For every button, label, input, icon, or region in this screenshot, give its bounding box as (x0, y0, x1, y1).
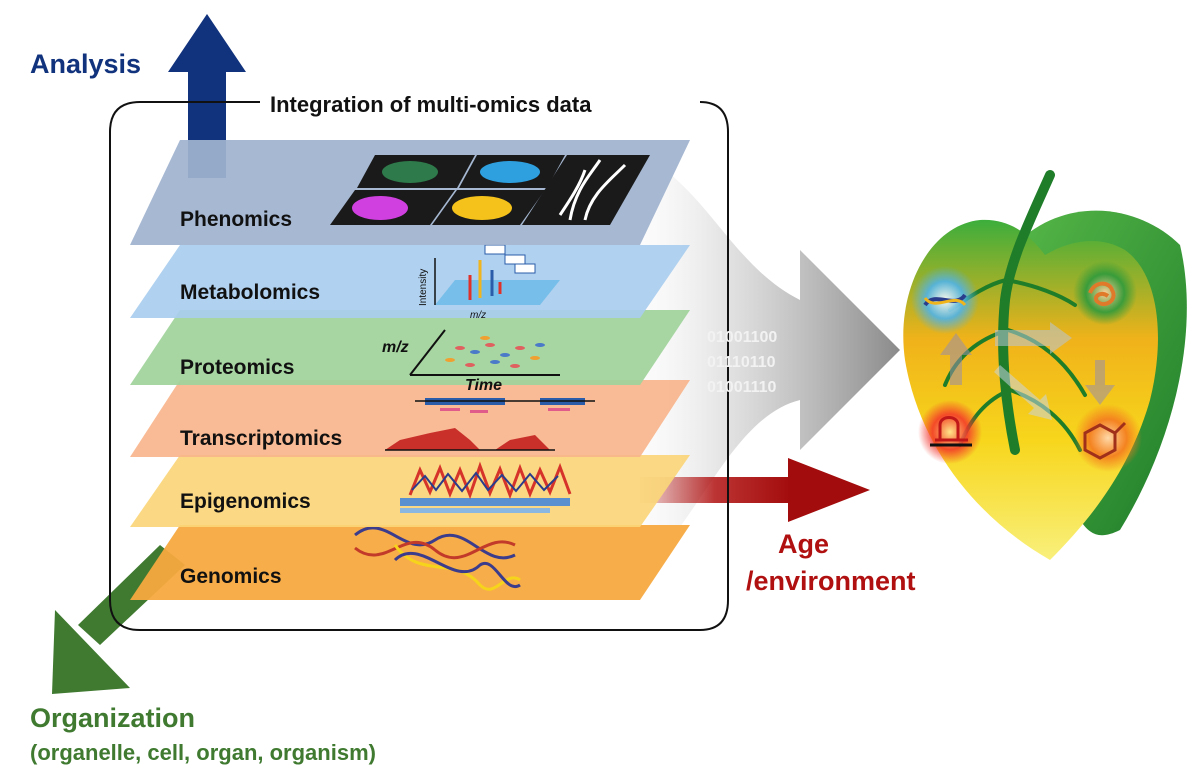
proteomics-plot: m/z Time (382, 329, 560, 394)
integration-box (109, 101, 729, 631)
layer-label-phenomics: Phenomics (180, 208, 292, 231)
dna-icon (911, 266, 979, 334)
protein-icon (1073, 261, 1137, 325)
layer-label-proteomics: Proteomics (180, 356, 294, 379)
layer-proteomics: Proteomics m/z Time (130, 310, 690, 394)
layer-metabolomics: Metabolomics Intensity m/z (130, 244, 690, 321)
rna-icon (918, 400, 982, 464)
metabolite-icon (1074, 404, 1142, 472)
layer-genomics: Genomics (130, 525, 690, 600)
layer-label-metabolomics: Metabolomics (180, 281, 320, 304)
analysis-label: Analysis (30, 49, 141, 79)
age-label: Age (778, 529, 829, 559)
time-label: Time (465, 377, 502, 394)
layer-label-epigenomics: Epigenomics (180, 490, 311, 513)
leaf-icon (903, 170, 1187, 560)
layer-label-genomics: Genomics (180, 565, 282, 588)
cycle-arrows (940, 322, 1115, 420)
dna-helix (354, 526, 521, 591)
binary-line-1: 01001100 (707, 329, 777, 346)
organization-levels-label: (organelle, cell, organ, organism) (30, 740, 376, 765)
mz-small-label: m/z (470, 310, 486, 321)
transcript-coverage (385, 398, 595, 451)
layer-phenomics: Phenomics (130, 140, 690, 245)
protein-spots (445, 336, 545, 368)
environment-label: /environment (746, 566, 916, 596)
binary-line-3: 01001110 (707, 379, 777, 396)
intensity-label: Intensity (418, 269, 429, 306)
layer-epigenomics: Epigenomics (130, 455, 690, 527)
phenomics-images (330, 155, 650, 225)
box-title: Integration of multi-omics data (270, 92, 592, 117)
binary-line-2: 01110110 (707, 354, 776, 371)
organization-label: Organization (30, 703, 195, 733)
metabolomics-plot: Intensity m/z (418, 244, 560, 321)
layer-transcriptomics: Transcriptomics (130, 380, 690, 457)
layer-label-transcriptomics: Transcriptomics (180, 427, 342, 450)
mz-label: m/z (382, 339, 409, 356)
epigenome-track (400, 461, 572, 513)
binary-stream: 01001100 01110110 01001110 (707, 329, 777, 396)
